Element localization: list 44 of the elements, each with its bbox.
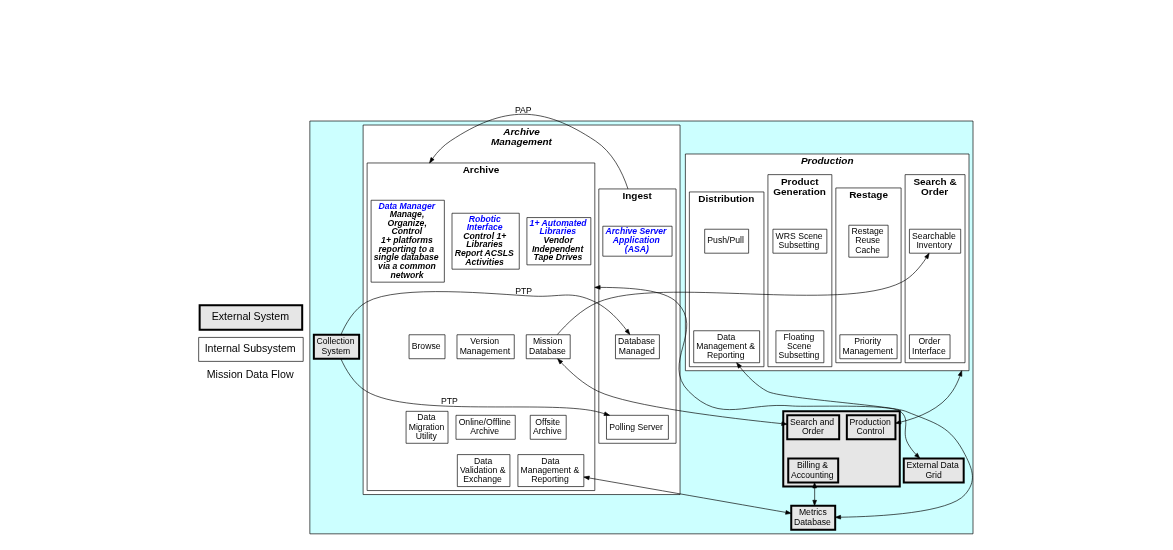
node-box: Polling Server: [605, 415, 669, 440]
node-box: Online/Offline Archive: [455, 415, 516, 440]
node-box: Order Interface: [908, 334, 950, 360]
node-box: WRS Scene Subsetting: [772, 228, 827, 254]
node-box: Offsite Archive: [529, 415, 567, 440]
legend-label: External System: [211, 309, 289, 322]
legend-label: Internal Subsystem: [204, 341, 296, 354]
node-box: Restage Reuse Cache: [848, 224, 888, 258]
edge-label: PTP: [440, 395, 458, 406]
arrow: [428, 113, 628, 190]
node-box: 1+ Automated Libraries Vendor Independent Tape Drives: [526, 217, 591, 266]
node-box: Data Management & Reporting: [517, 454, 584, 487]
node-box: Data Management & Reporting: [692, 330, 760, 364]
node-box: Searchable Inventory: [908, 228, 961, 254]
node-box: External Data Grid: [902, 457, 965, 484]
arrow: [811, 482, 817, 506]
arrow: [735, 362, 973, 520]
node-box: Browse: [408, 334, 445, 360]
arrow: [340, 291, 630, 335]
node-box: Robotic Interface Control 1+ Libraries Report ACSLS Activities: [451, 212, 520, 270]
edge-label: PTP: [514, 286, 532, 297]
arrow: [556, 358, 787, 426]
node-box: Production Control: [845, 414, 896, 441]
arrow: [340, 358, 610, 416]
node-box: Metrics Database: [789, 504, 836, 531]
edge-label: PAP: [514, 105, 532, 116]
node-box: Data Manager Manage, Organize, Control 1+ platforms reporting to a single database via a common network: [370, 199, 445, 283]
node-box: Database Managed: [614, 334, 660, 360]
node-box: Priority Management: [839, 334, 897, 360]
node-box: Floating Scene Subsetting: [775, 330, 824, 364]
legend-label: Mission Data Flow: [206, 367, 294, 380]
arrow: [894, 370, 962, 425]
node-box: Push/Pull: [703, 228, 749, 254]
node-box: Data Migration Utility: [405, 411, 448, 444]
node-box: Mission Database: [525, 334, 571, 360]
arrow: [583, 475, 791, 515]
arrow: [556, 252, 929, 335]
node-box: Billing & Accounting: [786, 457, 839, 484]
node-box: Data Validation & Exchange: [456, 454, 510, 487]
node-box: Version Management: [456, 334, 515, 360]
arrow: [594, 285, 920, 459]
node-box: Collection System: [312, 333, 360, 360]
node-box: Search and Order: [785, 414, 840, 441]
node-box: Archive Server Application (ASA): [601, 225, 672, 257]
